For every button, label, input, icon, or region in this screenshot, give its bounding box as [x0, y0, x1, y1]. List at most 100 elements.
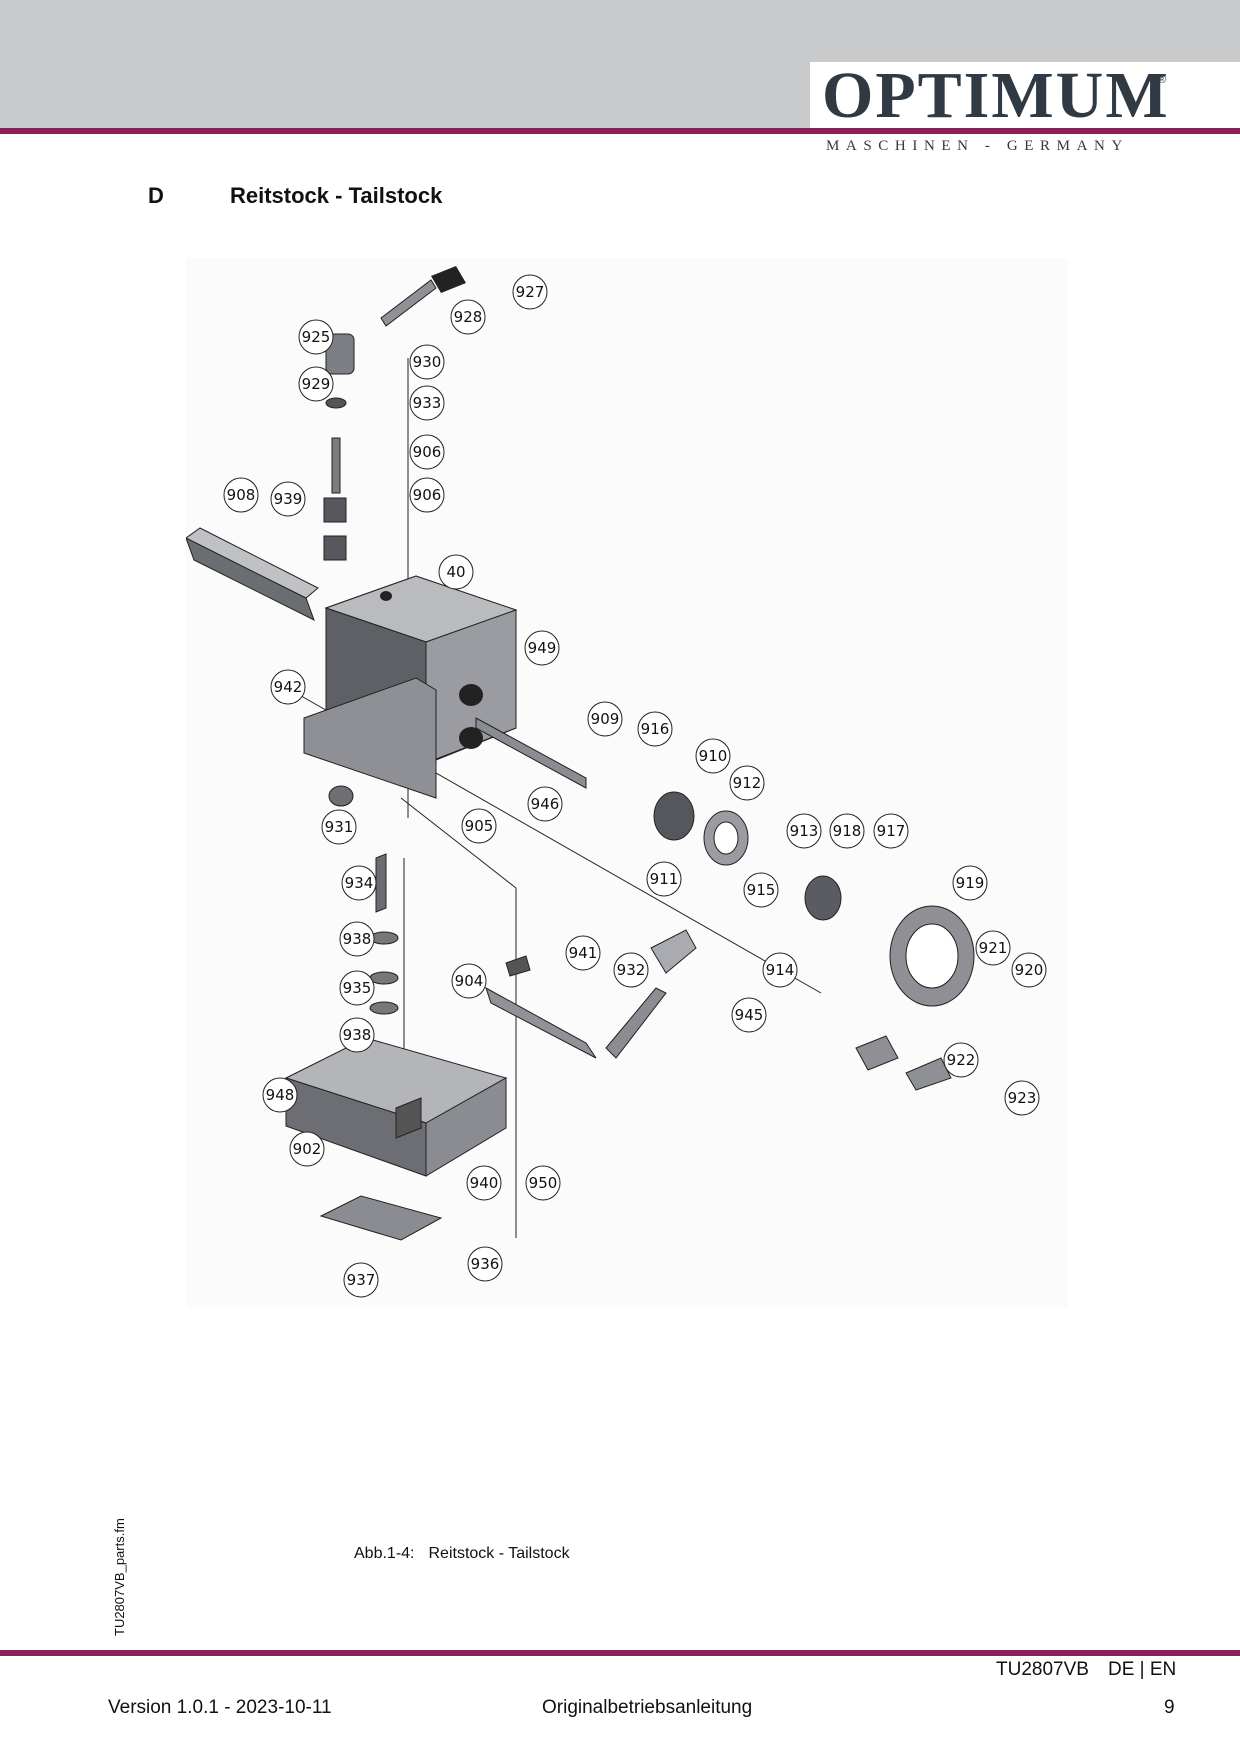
part-callout: 906: [409, 434, 445, 470]
part-callout-label: 905: [465, 817, 494, 835]
part-callout-label: 935: [343, 979, 372, 997]
footer-accent-line: [0, 1650, 1240, 1656]
part-callout-label: 934: [345, 874, 374, 892]
part-callout-label: 40: [446, 563, 465, 581]
part-callout: 922: [943, 1042, 979, 1078]
part-callout-label: 950: [529, 1174, 558, 1192]
page-number: 9: [1164, 1697, 1175, 1718]
part-callout-label: 919: [956, 874, 985, 892]
exploded-view-drawing: 927 928 925 930 929 933 906 906 908 939 …: [185, 258, 1068, 1308]
part-callout-label: 915: [747, 881, 776, 899]
part-callout-label: 923: [1008, 1089, 1037, 1107]
part-callout: 937: [343, 1262, 379, 1298]
part-callout: 925: [298, 319, 334, 355]
part-callout: 912: [729, 765, 765, 801]
part-callout: 949: [524, 630, 560, 666]
part-callout-label: 916: [641, 720, 670, 738]
part-callout: 946: [527, 786, 563, 822]
part-callout-label: 913: [790, 822, 819, 840]
part-callout-label: 902: [293, 1140, 322, 1158]
side-filename: TU2807VB_parts.fm: [112, 1518, 127, 1636]
part-callout: 913: [786, 813, 822, 849]
part-callout: 906: [409, 477, 445, 513]
part-callout: 920: [1011, 952, 1047, 988]
part-callout-label: 908: [227, 486, 256, 504]
part-callout-label: 927: [516, 283, 545, 301]
part-callout: 931: [321, 809, 357, 845]
part-callout-label: 937: [347, 1271, 376, 1289]
part-callout-label: 906: [413, 486, 442, 504]
part-callout: 921: [975, 930, 1011, 966]
part-callout: 934: [341, 865, 377, 901]
part-callout-label: 910: [699, 747, 728, 765]
part-callout: 936: [467, 1246, 503, 1282]
part-callout-label: 921: [979, 939, 1008, 957]
part-callout: 909: [587, 701, 623, 737]
part-callout-label: 939: [274, 490, 303, 508]
part-callout-label: 945: [735, 1006, 764, 1024]
part-callout: 928: [450, 299, 486, 335]
part-callout-label: 938: [343, 930, 372, 948]
part-callout: 938: [339, 1017, 375, 1053]
part-callout-label: 941: [569, 944, 598, 962]
part-callout: 910: [695, 738, 731, 774]
section-letter: D: [148, 183, 164, 208]
part-callout: 948: [262, 1077, 298, 1113]
header-accent-line: [0, 128, 1240, 134]
part-callout: 950: [525, 1165, 561, 1201]
brand-logo: OPTIMUM: [822, 59, 1170, 132]
part-callout-label: 920: [1015, 961, 1044, 979]
figure-caption: Abb.1-4:Reitstock - Tailstock: [354, 1545, 584, 1563]
part-callout: 905: [461, 808, 497, 844]
part-callout: 923: [1004, 1080, 1040, 1116]
part-callout-label: 949: [528, 639, 557, 657]
part-callout-label: 928: [454, 308, 483, 326]
part-callout: 927: [512, 274, 548, 310]
part-callout-label: 938: [343, 1026, 372, 1044]
part-callout: 904: [451, 963, 487, 999]
part-callout-label: 911: [650, 870, 679, 888]
figure-number: Abb.1-4:: [354, 1545, 415, 1562]
part-callout-label: 930: [413, 353, 442, 371]
part-callout: 940: [466, 1165, 502, 1201]
part-callout: 929: [298, 366, 334, 402]
part-callout-label: 932: [617, 961, 646, 979]
brand-registered-mark: ®: [1158, 74, 1167, 86]
part-callout: 908: [223, 477, 259, 513]
part-callout-label: 936: [471, 1255, 500, 1273]
part-callout-label: 922: [947, 1051, 976, 1069]
document-type: Originalbetriebsanleitung: [542, 1697, 753, 1718]
part-callout: 917: [873, 813, 909, 849]
part-callout: 939: [270, 481, 306, 517]
part-callout-label: 912: [733, 774, 762, 792]
logo-background: [810, 62, 1240, 162]
part-callout-label: 925: [302, 328, 331, 346]
document-version: Version 1.0.1 - 2023-10-11: [108, 1697, 332, 1718]
part-callout: 915: [743, 872, 779, 908]
part-callout: 902: [289, 1131, 325, 1167]
part-callout: 941: [565, 935, 601, 971]
part-callout-label: 918: [833, 822, 862, 840]
part-callout: 918: [829, 813, 865, 849]
part-callout-label: 946: [531, 795, 560, 813]
section-title: Reitstock - Tailstock: [230, 183, 443, 208]
part-callout: 40: [438, 554, 474, 590]
part-callout-label: 906: [413, 443, 442, 461]
part-callout: 914: [762, 952, 798, 988]
part-callout: 932: [613, 952, 649, 988]
part-callout-label: 909: [591, 710, 620, 728]
part-callout-label: 904: [455, 972, 484, 990]
part-callout: 919: [952, 865, 988, 901]
document-languages: DE | EN: [1108, 1659, 1177, 1680]
part-callout: 935: [339, 970, 375, 1006]
part-callout: 916: [637, 711, 673, 747]
part-callout-label: 929: [302, 375, 331, 393]
brand-subtitle: MASCHINEN - GERMANY: [826, 138, 1129, 154]
part-callout-label: 948: [266, 1086, 295, 1104]
document-code: TU2807VB: [996, 1659, 1089, 1680]
part-callout: 930: [409, 344, 445, 380]
part-callout: 938: [339, 921, 375, 957]
part-callout-label: 940: [470, 1174, 499, 1192]
part-callout-label: 914: [766, 961, 795, 979]
part-callout-label: 933: [413, 394, 442, 412]
